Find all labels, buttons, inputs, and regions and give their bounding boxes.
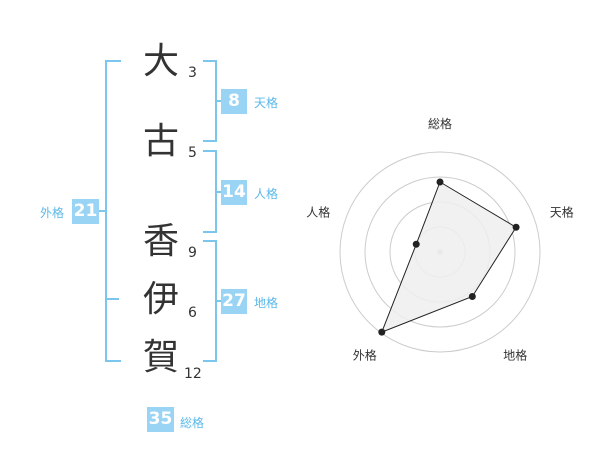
name-char-4: 伊: [142, 279, 179, 320]
radar-axis-label-4: 外格: [353, 348, 377, 363]
jinkaku-connector: [215, 191, 221, 193]
jinkaku-value-badge: 14: [221, 180, 247, 205]
radar-ring-3: [364, 176, 516, 328]
stroke-count-5: 12: [184, 366, 202, 382]
name-char-5: 賀: [142, 337, 179, 378]
stroke-count-1: 3: [188, 65, 197, 81]
name-char-1: 大: [142, 41, 179, 82]
chikaku-value-badge: 27: [221, 289, 247, 314]
radar-axis-label-2: 天格: [550, 204, 574, 219]
stroke-count-3: 9: [188, 245, 197, 261]
tenkaku-connector: [215, 100, 221, 102]
radar-point-5: [412, 240, 420, 248]
tenkaku-label: 天格: [254, 96, 279, 110]
stroke-count-2: 5: [188, 145, 197, 161]
gaikaku-label: 外格: [40, 206, 65, 220]
name-char-2: 古: [142, 121, 179, 162]
radar-point-4: [378, 328, 386, 336]
radar-axis-label-1: 総格: [428, 116, 452, 131]
radar-point-2: [512, 223, 520, 231]
name-char-3: 香: [142, 221, 179, 262]
jinkaku-label: 人格: [254, 187, 279, 201]
chikaku-label: 地格: [254, 296, 279, 310]
stroke-count-4: 6: [188, 305, 197, 321]
radar-point-1: [436, 178, 444, 186]
radar-axis-label-3: 地格: [503, 348, 527, 363]
radar-point-3: [468, 292, 476, 300]
tenkaku-value-badge: 8: [221, 89, 247, 114]
radar-ring-4: [339, 151, 541, 353]
gaikaku-bracket-divider: [105, 298, 119, 300]
gaikaku-value-badge: 21: [72, 199, 99, 224]
radar-area: [380, 181, 517, 333]
soukaku-value-badge: 35: [147, 407, 174, 432]
chikaku-connector: [215, 300, 221, 302]
soukaku-label: 総格: [180, 416, 205, 430]
gaikaku-connector: [99, 210, 105, 212]
gaikaku-bracket: [105, 60, 121, 362]
radar-axis-label-5: 人格: [306, 204, 330, 219]
